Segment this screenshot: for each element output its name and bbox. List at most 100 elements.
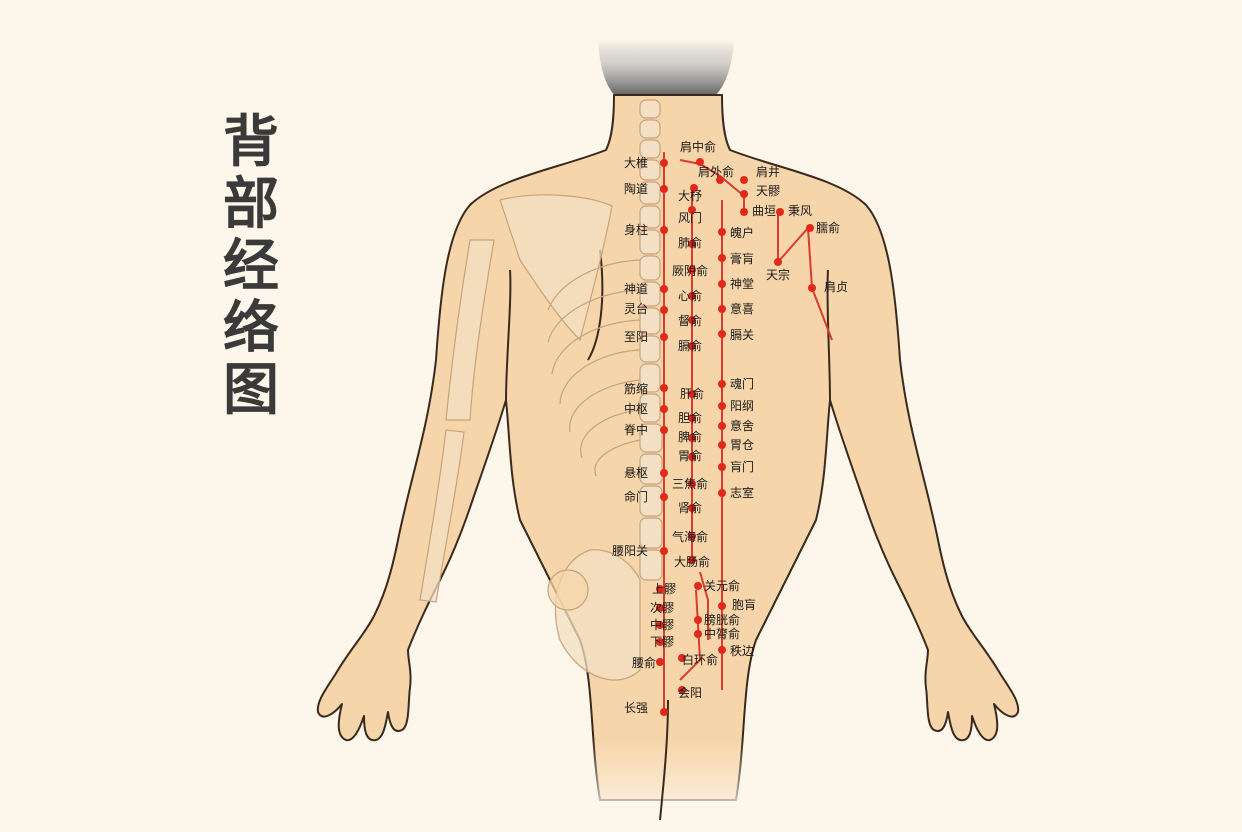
acupoint-dot: [688, 292, 696, 300]
acupoint-label: 胃仓: [730, 438, 754, 452]
acupoint-layer: 肩中俞大椎肩外俞肩井陶道大杼天髎曲垣秉风风门身柱臑俞魄户肺俞膏肓天宗厥阴俞神堂神…: [612, 139, 848, 716]
acupoint-label: 胆俞: [678, 410, 702, 425]
acupoint-dot: [718, 602, 726, 610]
acupoint-label: 秩边: [730, 644, 754, 658]
diagram-title: 背 部 经 络 图: [216, 112, 286, 422]
acupoint-dot: [718, 489, 726, 497]
acupoint-dot: [718, 422, 726, 430]
acupoint-dot: [660, 226, 668, 234]
acupoint-label: 意喜: [730, 301, 754, 316]
left-scapula-line: [587, 249, 604, 361]
acupoint-label: 大肠俞: [674, 554, 710, 569]
spine: [639, 99, 663, 581]
acupoint-label: 中膂俞: [704, 626, 740, 641]
acupoint-label: 肩外俞: [698, 164, 734, 179]
acupoint-label: 腰俞: [632, 655, 656, 670]
acupoint-dot: [718, 280, 726, 288]
acupoint-label: 至阳: [624, 330, 648, 344]
acupoint-dot: [656, 638, 664, 646]
acupoint-label: 志室: [730, 485, 754, 500]
acupoint-label: 肩贞: [824, 279, 848, 294]
acupoint-label: 大杼: [678, 188, 702, 203]
acupoint-label: 阳纲: [730, 399, 754, 413]
acupoint-label: 厥阴俞: [672, 263, 708, 278]
acupoint-dot: [718, 228, 726, 236]
acupoint-label: 中髎: [650, 617, 674, 632]
acupoint-label: 脊中: [624, 422, 648, 437]
acupoint-dot: [696, 158, 704, 166]
acupoint-dot: [694, 630, 702, 638]
acupoint-dot: [656, 604, 664, 612]
acupoint-label: 臑俞: [816, 220, 840, 235]
acupoint-dot: [660, 493, 668, 501]
title-char: 部: [223, 172, 279, 237]
acupoint-label: 膈俞: [678, 338, 702, 353]
acupoint-dot: [688, 453, 696, 461]
bottom-fade: [0, 740, 1242, 828]
acupoint-label: 下髎: [650, 635, 674, 649]
acupoint-label: 腰阳关: [612, 544, 648, 558]
acupoint-dot: [688, 434, 696, 442]
acupoint-dot: [718, 254, 726, 262]
acupoint-label: 肩井: [756, 164, 780, 179]
acupoint-dot: [688, 206, 696, 214]
title-char: 络: [223, 296, 279, 361]
acupoint-dot: [718, 330, 726, 338]
acupoint-dot: [660, 708, 668, 716]
acupoint-dot: [660, 185, 668, 193]
acupoint-label: 意舍: [730, 418, 754, 433]
acupoint-label: 魂门: [730, 376, 754, 391]
acupoint-dot: [808, 284, 816, 292]
acupoint-label: 膈关: [730, 328, 754, 342]
acupoint-dot: [718, 463, 726, 471]
acupoint-label: 肓门: [730, 459, 754, 474]
title-char: 背: [223, 110, 279, 175]
acupoint-dot: [688, 342, 696, 350]
acupoint-label: 灵台: [624, 301, 648, 316]
acupoint-label: 气海俞: [672, 529, 708, 544]
acupoint-dot: [656, 658, 664, 666]
acupoint-label: 曲垣: [752, 204, 776, 218]
acupoint-label: 脾俞: [678, 429, 702, 444]
left-armpit-line: [505, 269, 512, 401]
head-hair: [598, 40, 734, 100]
acupoint-label: 肺俞: [678, 235, 702, 250]
acupoint-dot: [688, 390, 696, 398]
acupoint-label: 悬枢: [624, 465, 648, 480]
acupoint-label: 关元俞: [704, 578, 740, 593]
acupoint-label: 次髎: [650, 601, 674, 615]
sacral-line-b: [679, 589, 702, 681]
acupoint-dot: [740, 176, 748, 184]
acupoint-label: 上髎: [652, 582, 676, 596]
acupoint-dot: [688, 480, 696, 488]
shoulder-line-a: [679, 159, 745, 197]
acupoint-label: 白环俞: [682, 652, 718, 667]
sacral-line-a: [699, 571, 709, 640]
acupoint-label: 肾俞: [678, 500, 702, 515]
acupoint-dot: [660, 469, 668, 477]
acupoint-label: 风门: [678, 210, 702, 225]
acupoint-label: 膀胱俞: [704, 612, 740, 627]
acupoint-dot: [678, 686, 686, 694]
acupoint-dot: [688, 414, 696, 422]
acupoint-label: 肝俞: [680, 386, 704, 401]
acupoint-dot: [660, 405, 668, 413]
acupoint-label: 身柱: [624, 222, 648, 237]
acupoint-label: 胞肓: [732, 597, 756, 612]
acupoint-dot: [660, 426, 668, 434]
acupoint-dot: [688, 504, 696, 512]
acupoint-label: 陶道: [624, 181, 648, 196]
acupoint-label: 膏肓: [730, 251, 754, 266]
acupoint-label: 心俞: [678, 288, 702, 303]
acupoint-dot: [660, 159, 668, 167]
acupoint-dot: [718, 380, 726, 388]
acupoint-dot: [690, 184, 698, 192]
acupoint-dot: [694, 616, 702, 624]
acupoint-dot: [660, 384, 668, 392]
acupoint-dot: [688, 556, 696, 564]
acupoint-label: 胃俞: [678, 448, 702, 463]
acupoint-dot: [688, 532, 696, 540]
acupoint-dot: [718, 441, 726, 449]
